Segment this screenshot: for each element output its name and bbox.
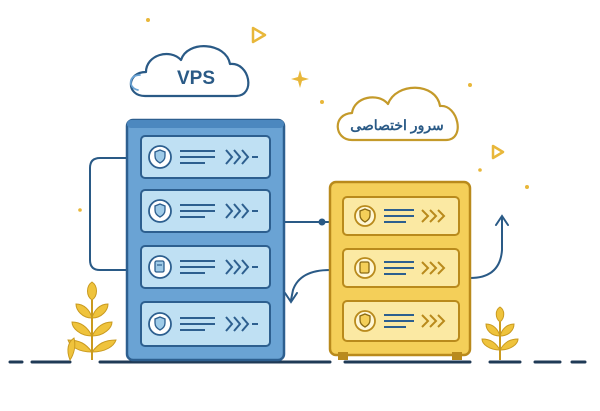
dot-icon (78, 208, 82, 212)
chevrons-icon (421, 261, 446, 275)
play-triangle-decorations (251, 26, 505, 160)
dot-icon (146, 18, 150, 22)
down-arrow-connector (290, 269, 331, 301)
dedicated-unit (342, 248, 460, 288)
dot-icon (478, 168, 482, 172)
dedicated-server-rack (328, 180, 472, 360)
vps-unit (140, 245, 271, 289)
dedicated-cloud: سرور اختصاصی (336, 86, 459, 142)
play-triangle-icon (251, 26, 267, 44)
play-triangle-icon (491, 144, 505, 160)
loop-connector (89, 157, 131, 271)
chevrons-icon (421, 209, 446, 223)
vps-label: VPS (177, 68, 215, 89)
dedicated-label: سرور اختصاصی (350, 117, 444, 134)
up-arrow-connector (469, 217, 503, 279)
arrow-head-icon (495, 214, 509, 226)
sparkle-decorations (78, 18, 529, 212)
chevrons-icon (225, 149, 250, 165)
dedicated-unit (342, 196, 460, 236)
plant-left (67, 281, 117, 362)
arrow-head-icon (284, 292, 298, 304)
dot-icon (525, 185, 529, 189)
vps-unit (140, 301, 271, 347)
chevrons-icon (421, 314, 446, 328)
dedicated-unit (342, 300, 460, 342)
vps-server-rack (125, 118, 286, 362)
chevrons-icon (225, 259, 250, 275)
sparkle-icon (291, 70, 309, 88)
chevrons-icon (225, 316, 250, 332)
dot-icon (468, 83, 472, 87)
plant-right (481, 306, 519, 360)
connectors (89, 157, 509, 304)
vps-unit (140, 189, 271, 233)
dot-icon (320, 100, 324, 104)
chevrons-icon (225, 203, 250, 219)
vps-cloud: VPS (129, 45, 250, 98)
vps-unit (140, 135, 271, 179)
